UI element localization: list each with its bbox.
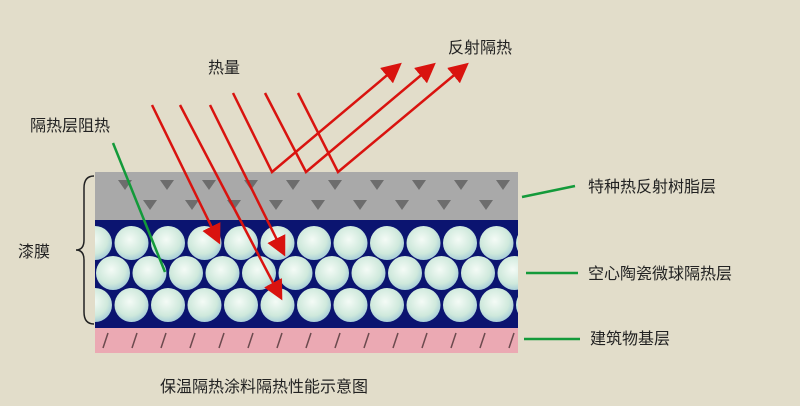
film-brace	[75, 175, 95, 325]
resin-layer-label: 特种热反射树脂层	[588, 177, 716, 196]
ceramic-microsphere	[443, 226, 477, 260]
ceramic-microsphere	[461, 256, 495, 290]
film-label: 漆膜	[18, 242, 50, 261]
heat-label: 热量	[208, 58, 240, 77]
ceramic-microsphere	[224, 288, 258, 322]
resin-particle	[370, 180, 384, 190]
hatch-mark	[247, 332, 254, 349]
resin-particle	[311, 200, 325, 210]
ceramic-microsphere	[95, 226, 112, 260]
ceramic-microsphere	[205, 256, 240, 290]
resin-particle	[202, 180, 216, 190]
hatch-mark	[131, 332, 138, 349]
ceramic-microsphere	[333, 288, 368, 322]
reflected-ray	[263, 62, 436, 174]
reflected-ray	[296, 62, 469, 174]
ceramic-microsphere	[351, 256, 386, 290]
hatch-mark	[363, 332, 370, 349]
ceramic-microsphere	[187, 288, 222, 322]
hatch-mark	[392, 332, 399, 349]
ceramic-microsphere	[333, 226, 368, 260]
hatch-mark	[479, 332, 486, 349]
ceramic-microsphere	[95, 288, 112, 322]
ceramic-microsphere	[187, 226, 222, 260]
reflected-ray	[231, 62, 402, 174]
resin-particle	[286, 180, 300, 190]
reflect-label: 反射隔热	[448, 38, 512, 57]
ceramic-microsphere	[96, 256, 130, 290]
ceramic-microsphere	[388, 256, 422, 290]
resin-particle	[395, 200, 409, 210]
resin-particle	[454, 180, 468, 190]
heat-ray	[178, 104, 283, 301]
base-layer-label: 建筑物基层	[590, 329, 670, 348]
resin-particle	[160, 180, 174, 190]
ceramic-microsphere	[315, 256, 349, 290]
ceramic-microsphere	[114, 288, 149, 322]
hatch-mark	[508, 332, 515, 349]
ceramic-microsphere	[242, 256, 276, 290]
base-layer	[95, 328, 518, 353]
hatch-mark	[102, 332, 109, 349]
base-hatching	[102, 332, 515, 349]
resin-particle	[185, 200, 199, 210]
ceramic-microsphere	[132, 256, 167, 290]
ceramic-layer-label: 空心陶瓷微球隔热层	[588, 264, 732, 283]
ceramic-microsphere	[169, 256, 203, 290]
resin-particle	[479, 200, 493, 210]
ceramic-microsphere	[516, 235, 518, 251]
ceramic-microsphere	[516, 297, 518, 313]
ceramic-microsphere	[151, 288, 185, 322]
barrier-leader	[111, 142, 167, 273]
heat-ray	[150, 104, 221, 245]
ceramic-microsphere	[114, 226, 149, 260]
heat-ray	[208, 104, 286, 257]
hatch-mark	[189, 332, 196, 349]
ceramic-microsphere	[370, 226, 404, 260]
ceramic-microsphere	[406, 288, 441, 322]
resin-particle	[412, 180, 426, 190]
resin-particle	[143, 200, 157, 210]
ceramic-microsphere	[479, 226, 514, 260]
resin-particle	[328, 180, 342, 190]
ceramic-microsphere	[297, 288, 331, 322]
diagram-caption: 保温隔热涂料隔热性能示意图	[160, 377, 368, 396]
resin-particle	[437, 200, 451, 210]
resin-leader	[521, 184, 576, 199]
ceramic-microsphere	[479, 288, 514, 322]
barrier-label: 隔热层阻热	[30, 116, 110, 135]
ceramic-microsphere	[278, 256, 313, 290]
resin-layer	[95, 172, 518, 220]
ceramic-microsphere	[370, 288, 404, 322]
resin-particle	[353, 200, 367, 210]
resin-particle	[269, 200, 283, 210]
ceramic-microspheres	[95, 226, 518, 322]
ceramic-microsphere	[224, 226, 258, 260]
hatch-mark	[160, 332, 167, 349]
hatch-mark	[334, 332, 341, 349]
heat-rays	[150, 62, 469, 301]
ceramic-microsphere	[443, 288, 477, 322]
resin-particle	[496, 180, 510, 190]
ceramic-microsphere	[297, 226, 331, 260]
hatch-mark	[276, 332, 283, 349]
ceramic-microsphere	[497, 256, 518, 290]
hatch-mark	[218, 332, 225, 349]
ceramic-microsphere	[406, 226, 441, 260]
hatch-mark	[450, 332, 457, 349]
ceramic-microsphere	[151, 226, 185, 260]
hatch-mark	[421, 332, 428, 349]
hatch-mark	[305, 332, 312, 349]
ceramic-microsphere	[424, 256, 459, 290]
